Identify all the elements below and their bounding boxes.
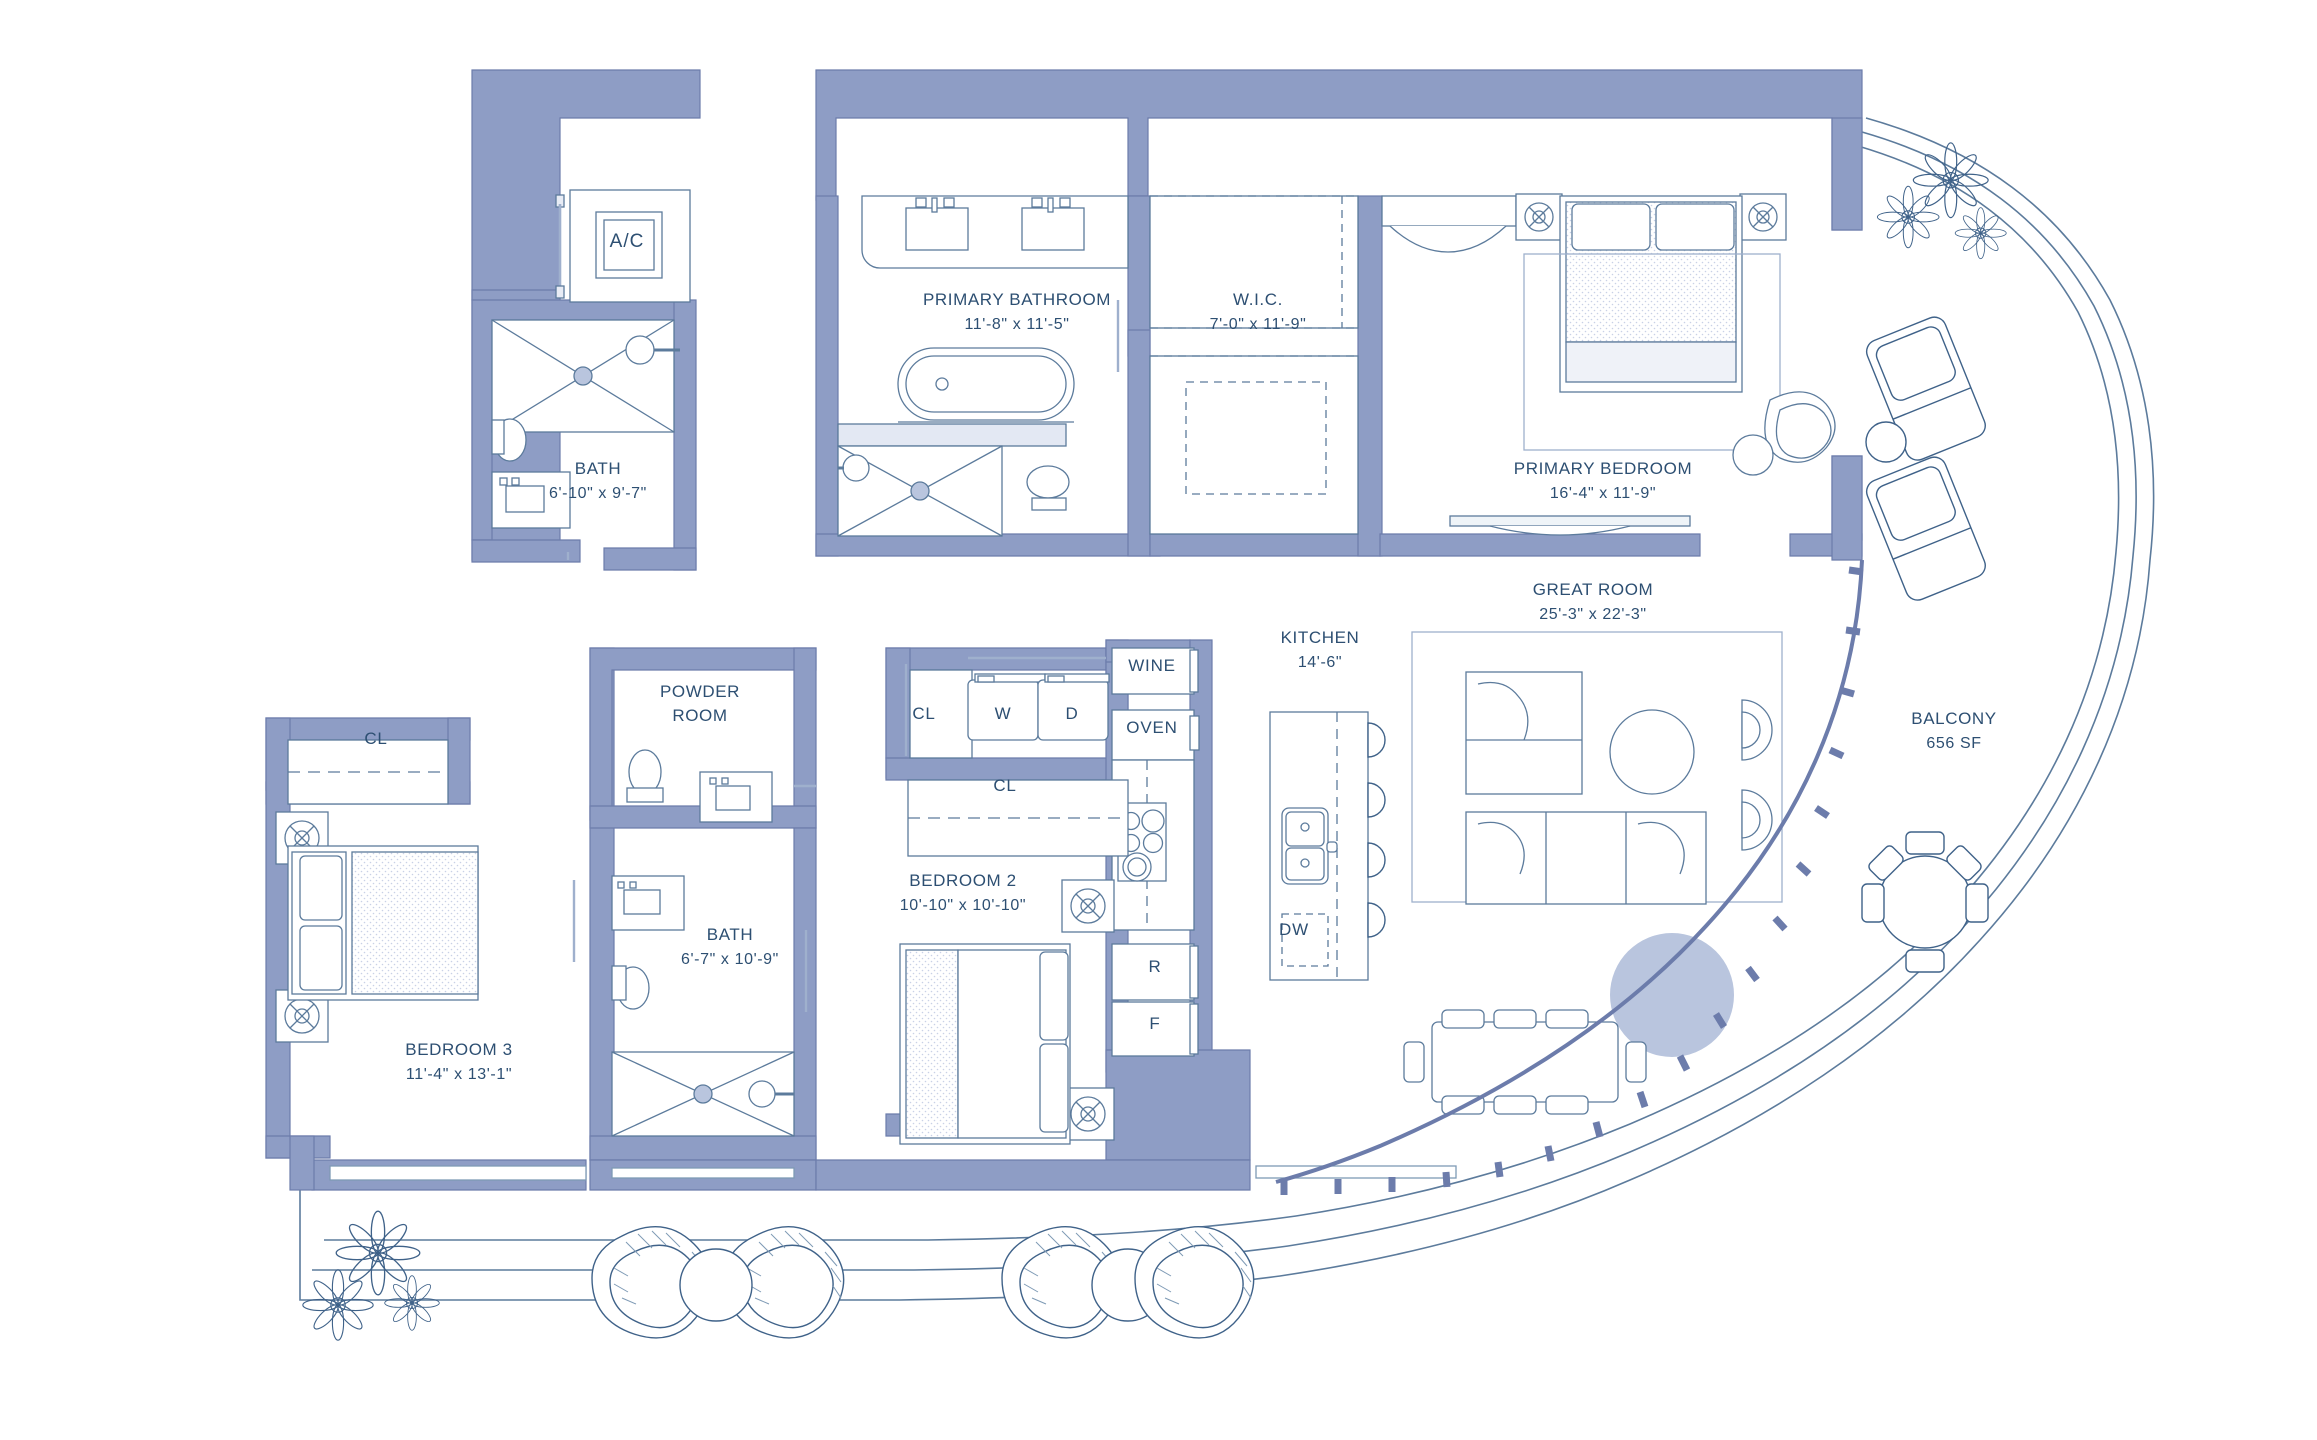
room-label-bedroom-3: BEDROOM 3 [405, 1040, 512, 1059]
room-dimension-bath-1: 6'-10" x 9'-7" [549, 485, 647, 502]
great-room-furniture [1403, 631, 1783, 1115]
label-freezer: F [1149, 1014, 1160, 1033]
lounge-chair-2 [724, 1226, 845, 1339]
room-label-great-room: GREAT ROOM [1533, 580, 1654, 599]
room-dimension-primary-bedroom: 16'-4" x 11'-9" [1550, 485, 1656, 502]
bath-2-fixtures [572, 875, 808, 1137]
label-closet-br3: CL [364, 729, 387, 748]
label-wine-fridge: WINE [1128, 656, 1176, 675]
label-powder-room-line2: ROOM [672, 706, 727, 725]
room-dimension-bedroom-3: 11'-4" x 13'-1" [406, 1066, 512, 1083]
room-dimension-primary-bathroom: 11'-8" x 11'-5" [964, 316, 1069, 333]
single-line-label-group: POWDER ROOM [660, 682, 740, 725]
room-label-primary-bedroom: PRIMARY BEDROOM [1514, 459, 1692, 478]
room-label-bath-2: BATH [707, 925, 753, 944]
label-powder-room-line1: POWDER [660, 682, 740, 701]
powder-room-fixtures [626, 749, 816, 823]
curtain-wall-mullions [1280, 566, 1864, 1195]
kitchen-fixtures [1111, 647, 1386, 1057]
bedroom-2-furniture [899, 879, 1115, 1145]
wic-shelving [1149, 195, 1359, 535]
room-label-primary-bathroom: PRIMARY BATHROOM [923, 290, 1111, 309]
room-dimension-balcony: 656 SF [1926, 735, 1981, 752]
room-dimension-great-room: 25'-3" x 22'-3" [1539, 606, 1646, 623]
lounge-chair-3 [1001, 1226, 1122, 1339]
room-label-kitchen: KITCHEN [1281, 628, 1360, 647]
balcony-furniture [1861, 142, 2007, 973]
room-label-bath-1: BATH [575, 459, 621, 478]
wall-mass [265, 69, 1863, 1191]
label-washer: W [995, 704, 1012, 723]
room-dimension-bath-2: 6'-7" x 10'-9" [681, 951, 779, 968]
bath-1-fixtures [491, 319, 680, 529]
room-label-group: PRIMARY BATHROOM 11'-8" x 11'-5" W.I.C. 7'-… [405, 290, 1996, 1083]
annotation-label-group: A/C CL CL CL W D WINE OVEN R F DW [364, 231, 1309, 1033]
room-dimension-bedroom-2: 10'-10" x 10'-10" [900, 897, 1026, 914]
room-dimension-wic: 7'-0" x 11'-9" [1210, 316, 1307, 333]
label-dishwasher: DW [1279, 920, 1309, 939]
lounge-chair-1 [591, 1226, 712, 1339]
room-label-bedroom-2: BEDROOM 2 [909, 871, 1016, 890]
bedroom-3-furniture [275, 811, 479, 1043]
primary-bathroom-fixtures [837, 195, 1129, 537]
label-closet-hall: CL [912, 704, 935, 723]
label-refrigerator: R [1148, 957, 1161, 976]
interior-linework [275, 189, 1864, 1195]
label-oven: OVEN [1126, 718, 1177, 737]
primary-bedroom-furniture [1381, 193, 1836, 536]
lounge-chair-4 [1134, 1226, 1255, 1339]
laundry-and-closets [287, 656, 1129, 857]
room-label-wic: W.I.C. [1233, 290, 1283, 309]
label-ac-unit: A/C [610, 231, 645, 252]
label-closet-br2: CL [993, 776, 1016, 795]
terrace-furniture [302, 1210, 1255, 1341]
room-label-balcony: BALCONY [1911, 709, 1996, 728]
room-dimension-kitchen: 14'-6" [1298, 654, 1342, 671]
ac-closet [555, 189, 691, 303]
curtain-wall-glass [1275, 559, 1864, 1184]
label-dryer: D [1065, 704, 1078, 723]
